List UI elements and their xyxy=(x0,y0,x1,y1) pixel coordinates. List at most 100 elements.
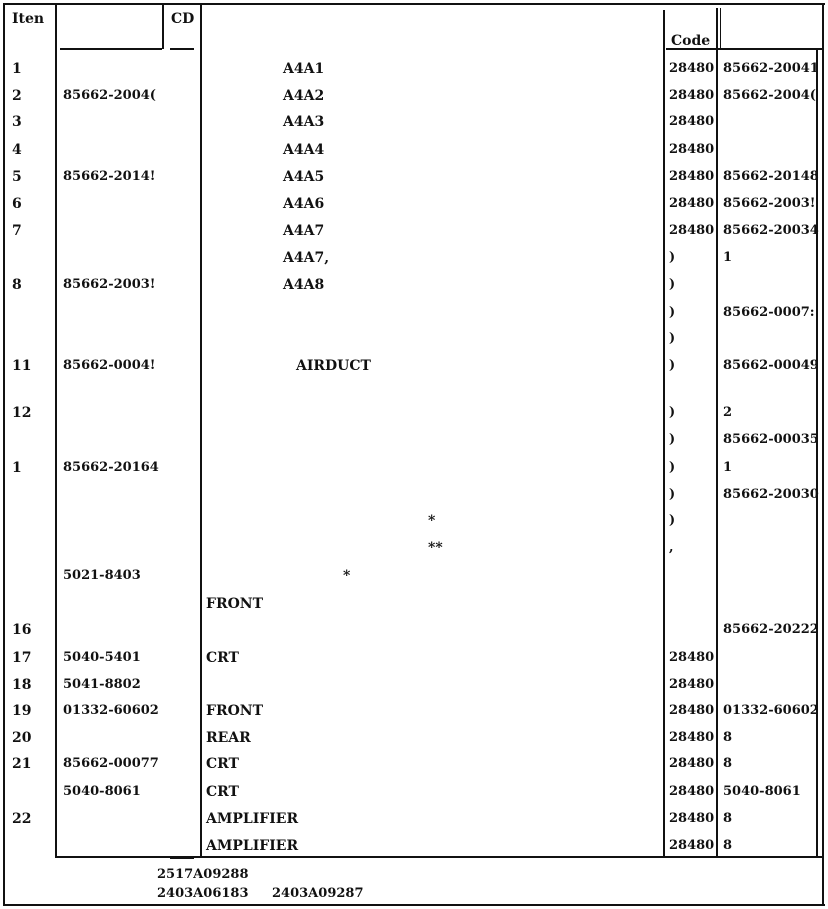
cell-mfr-code: 28480 xyxy=(669,811,715,826)
cell-mfr-code: ) xyxy=(669,331,676,346)
header-rule-code xyxy=(666,48,822,50)
cell-mfr-part-number: 85662-20222 xyxy=(723,622,819,637)
cell-mfr-part-number: 8 xyxy=(723,756,733,771)
header-cd: CD xyxy=(171,11,195,27)
cell-mfr-code: 28480 xyxy=(669,142,715,157)
cell-mfr-part-number: 85662-0007: xyxy=(723,305,815,320)
col-rule-2 xyxy=(162,5,164,49)
cell-part-number: 85662-2004( xyxy=(63,88,156,103)
col-rule-5b xyxy=(720,8,721,48)
cell-mfr-part-number: 01332-60602 xyxy=(723,703,819,718)
cell-item: 18 xyxy=(12,677,32,693)
cell-mfr-part-number: 5040-8061 xyxy=(723,784,801,799)
cell-description: AMPLIFIER xyxy=(206,838,299,854)
cell-description: A4A4 xyxy=(283,142,325,158)
cell-item: 21 xyxy=(12,756,32,772)
cell-mfr-code: 28480 xyxy=(669,756,715,771)
cell-description: ** xyxy=(428,540,443,556)
cell-item: 1 xyxy=(12,61,22,77)
cell-item: 1 xyxy=(12,460,22,476)
cell-description: A4A8 xyxy=(283,277,325,293)
cell-description: REAR xyxy=(206,730,251,746)
cell-description: CRT xyxy=(206,784,239,800)
footer-serial-1: 2517A09288 xyxy=(157,867,249,882)
cell-mfr-code: 28480 xyxy=(669,650,715,665)
cell-mfr-part-number: 8 xyxy=(723,838,733,853)
cell-part-number: 5021-8403 xyxy=(63,568,141,583)
cell-mfr-code: ) xyxy=(669,487,676,502)
col-rule-4 xyxy=(663,10,665,857)
cell-mfr-part-number: 8 xyxy=(723,811,733,826)
cell-mfr-part-number: 85662-20034 xyxy=(723,223,819,238)
cell-description: FRONT xyxy=(206,703,263,719)
cell-part-number: 5040-5401 xyxy=(63,650,141,665)
cell-mfr-part-number: 1 xyxy=(723,250,733,265)
cell-mfr-part-number: 1 xyxy=(723,460,733,475)
cell-item: 12 xyxy=(12,405,32,421)
header-code: Code xyxy=(671,33,711,49)
cell-mfr-code: 28480 xyxy=(669,703,715,718)
cell-mfr-part-number: 85662-00035 xyxy=(723,432,819,447)
footer-serial-2: 2403A06183 xyxy=(157,886,249,901)
cell-part-number: 85662-20164 xyxy=(63,460,159,475)
table-bottom-rule xyxy=(55,856,823,858)
cell-description: A4A3 xyxy=(283,114,325,130)
cell-item: 17 xyxy=(12,650,32,666)
cell-part-number: 85662-2003! xyxy=(63,277,156,292)
cell-item: 3 xyxy=(12,114,22,130)
cell-mfr-code: ) xyxy=(669,460,676,475)
cell-mfr-code: ) xyxy=(669,358,676,373)
cell-mfr-part-number: 85662-20030 xyxy=(723,487,819,502)
cell-mfr-code: 28480 xyxy=(669,169,715,184)
cell-mfr-code: ) xyxy=(669,277,676,292)
cell-mfr-code: , xyxy=(669,540,674,555)
frame-right xyxy=(822,3,824,905)
cell-item: 11 xyxy=(12,358,32,374)
frame-bottom xyxy=(3,904,825,906)
cell-item: 4 xyxy=(12,142,22,158)
cell-description: A4A6 xyxy=(283,196,325,212)
cell-description: FRONT xyxy=(206,596,263,612)
frame-left xyxy=(3,3,5,905)
cell-item: 8 xyxy=(12,277,22,293)
col-rule-5 xyxy=(716,8,718,857)
col-rule-3 xyxy=(200,5,202,857)
cell-item: 6 xyxy=(12,196,22,212)
cell-description: AMPLIFIER xyxy=(206,811,299,827)
cell-mfr-code: ) xyxy=(669,432,676,447)
cell-description: A4A2 xyxy=(283,88,325,104)
cell-item: 20 xyxy=(12,730,32,746)
frame-top xyxy=(3,3,825,5)
cell-description: CRT xyxy=(206,650,239,666)
header-rule-cd xyxy=(170,48,194,50)
cell-item: 22 xyxy=(12,811,32,827)
cell-part-number: 5040-8061 xyxy=(63,784,141,799)
cell-description: A4A1 xyxy=(283,61,325,77)
cell-mfr-code: 28480 xyxy=(669,61,715,76)
cell-mfr-code: ) xyxy=(669,305,676,320)
cell-part-number: 85662-00077 xyxy=(63,756,159,771)
cell-description: * xyxy=(428,513,436,529)
cell-description: A4A7 xyxy=(283,223,325,239)
cell-mfr-code: 28480 xyxy=(669,784,715,799)
header-rule-part xyxy=(60,48,162,50)
cd-bottom-rule xyxy=(170,856,194,859)
cell-mfr-part-number: 2 xyxy=(723,405,733,420)
cell-part-number: 85662-2014! xyxy=(63,169,156,184)
cell-item: 19 xyxy=(12,703,32,719)
cell-part-number: 5041-8802 xyxy=(63,677,141,692)
footer-serial-3: 2403A09287 xyxy=(272,886,364,901)
cell-item: 2 xyxy=(12,88,22,104)
cell-mfr-code: 28480 xyxy=(669,114,715,129)
cell-mfr-part-number: 85662-00049 xyxy=(723,358,819,373)
cell-description: AIRDUCT xyxy=(296,358,371,374)
cell-mfr-code: ) xyxy=(669,513,676,528)
cell-mfr-code: 28480 xyxy=(669,88,715,103)
cell-description: * xyxy=(343,568,351,584)
cell-mfr-code: 28480 xyxy=(669,838,715,853)
cell-mfr-part-number: 85662-20041 xyxy=(723,61,819,76)
cell-mfr-code: ) xyxy=(669,405,676,420)
cell-mfr-part-number: 85662-20148 xyxy=(723,169,819,184)
cell-part-number: 85662-0004! xyxy=(63,358,156,373)
